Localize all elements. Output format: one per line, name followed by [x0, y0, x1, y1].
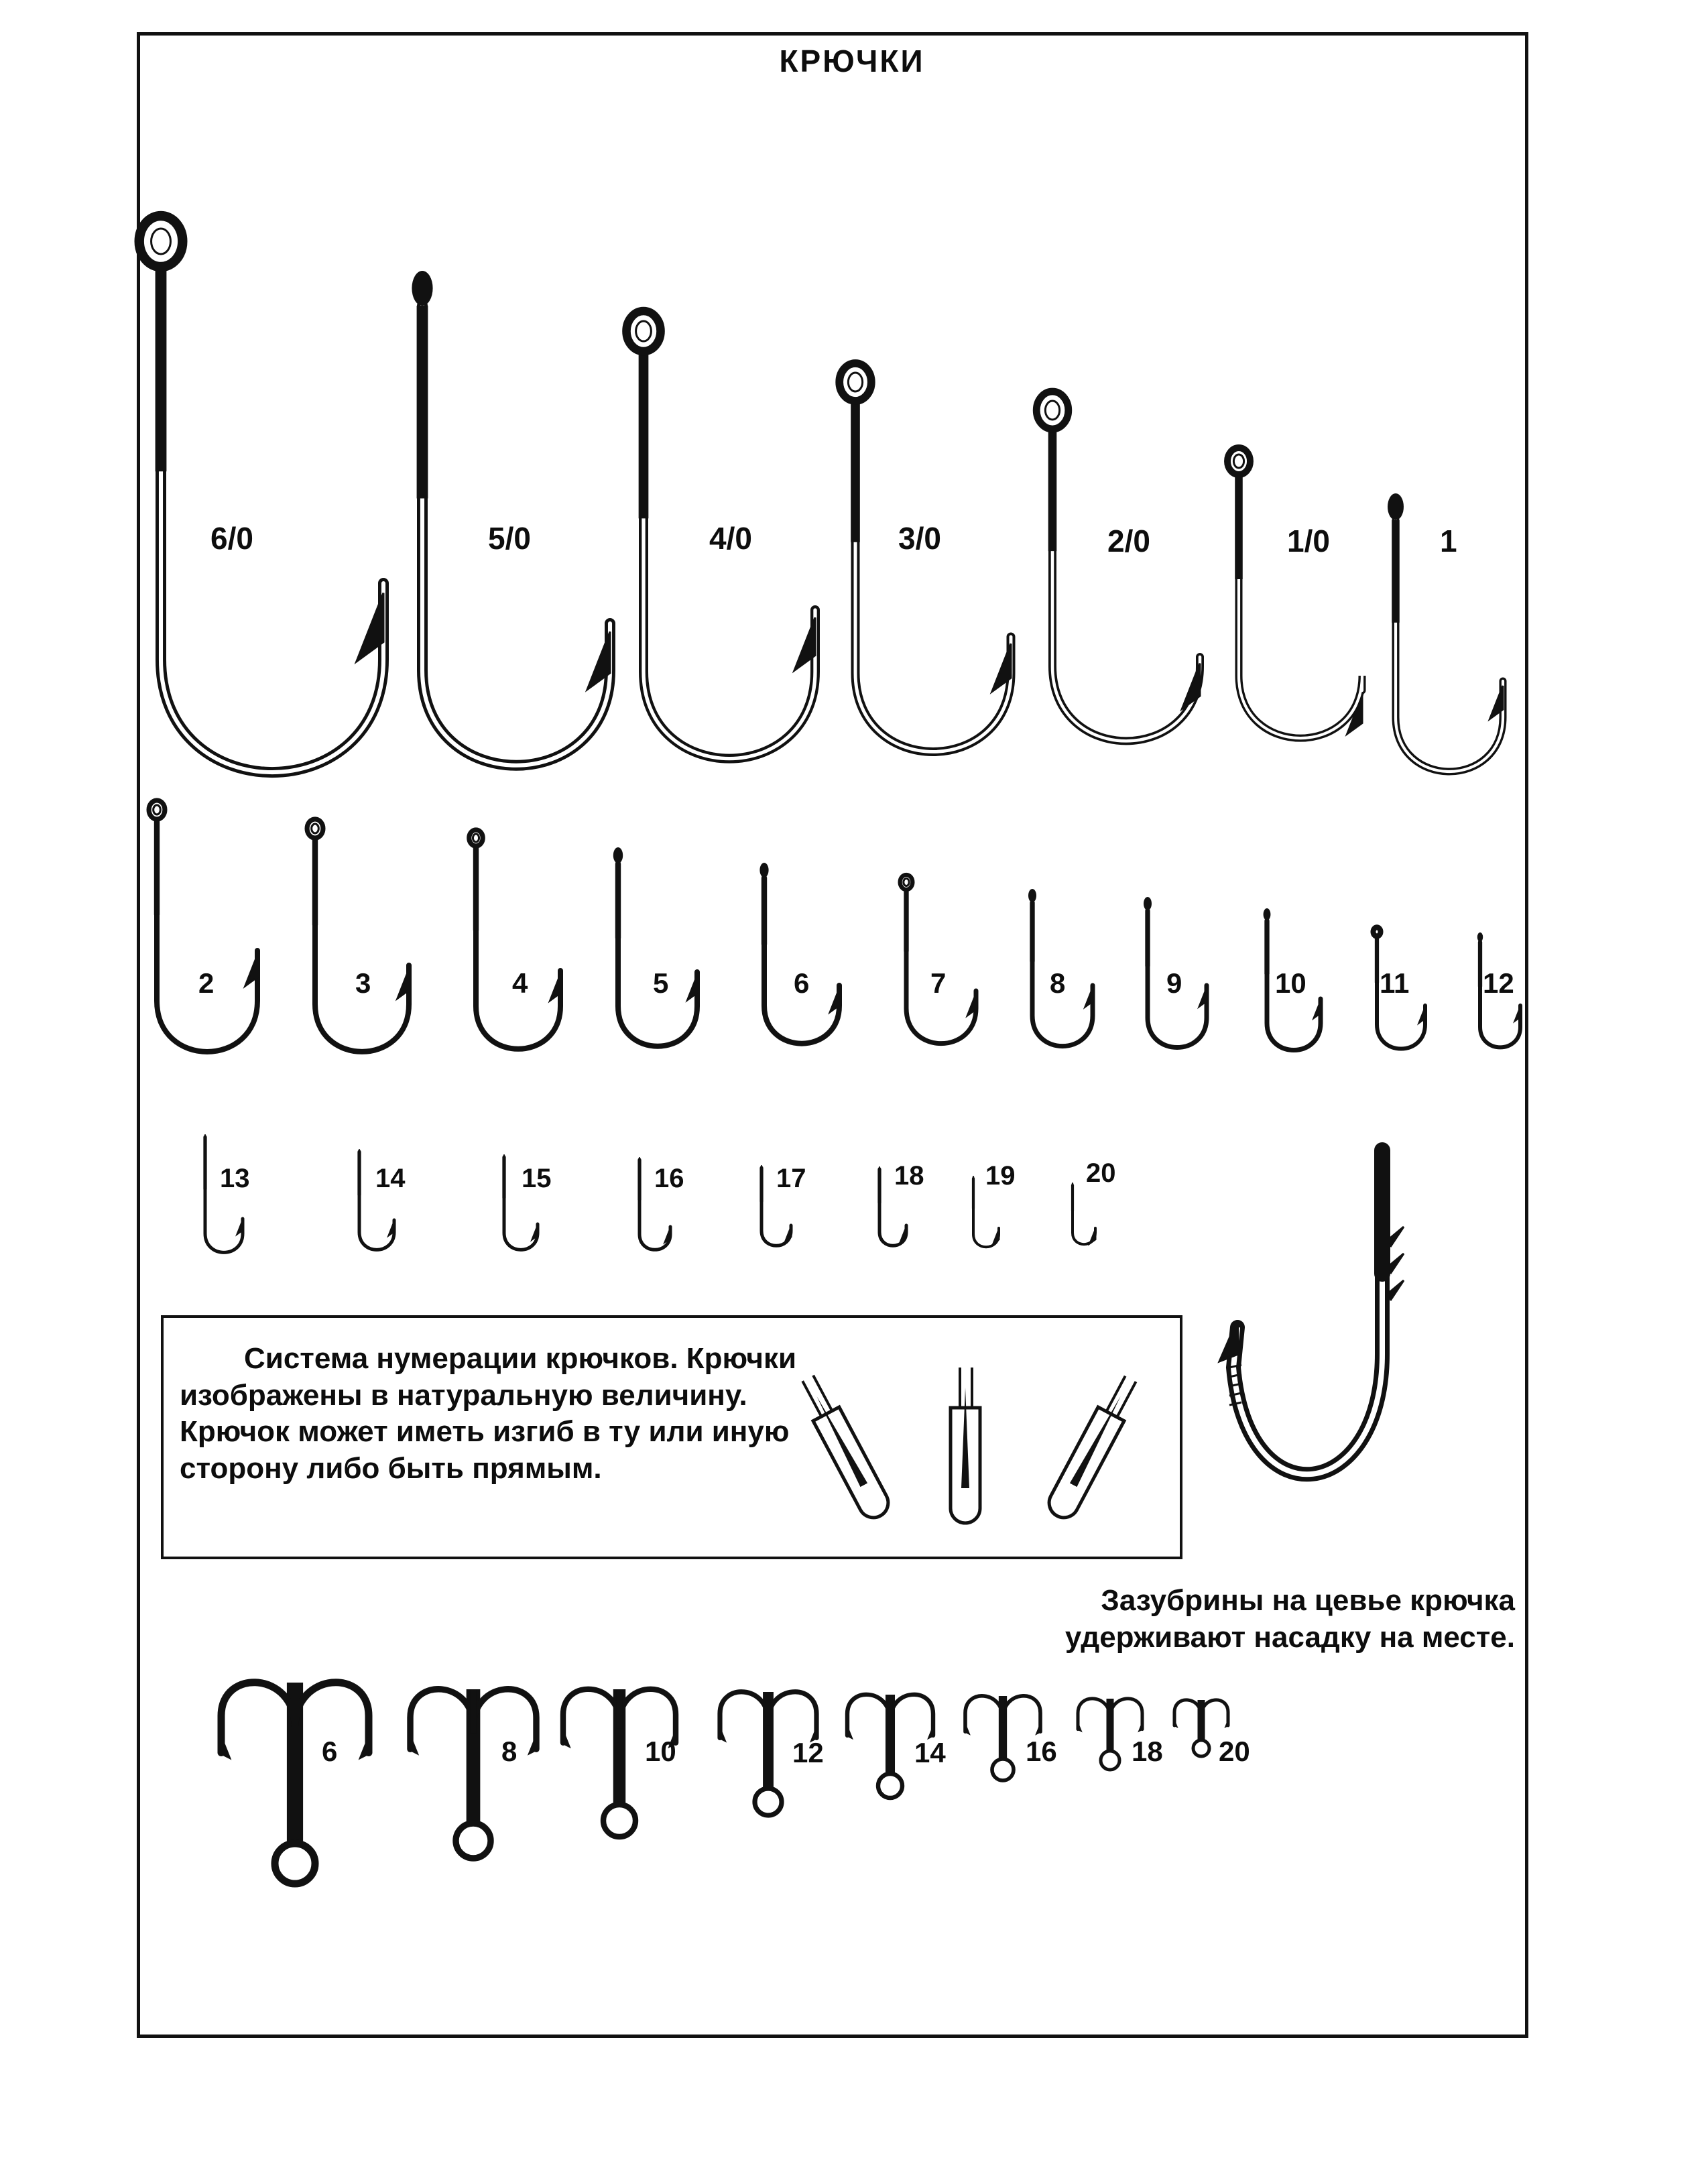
hook-size-label: 6	[794, 967, 810, 999]
hook-size-label: 14	[375, 1164, 406, 1193]
hook-size-label: 11	[1380, 967, 1410, 999]
medium-hook	[898, 872, 979, 1046]
small-hook	[759, 1165, 793, 1248]
hook-size-label: 4	[512, 967, 528, 999]
small-hook	[357, 1149, 396, 1252]
large-hook	[134, 210, 389, 778]
hook-size-label: 3/0	[898, 521, 941, 556]
hook-size-label: 2	[198, 967, 215, 999]
treble-size-label: 12	[792, 1737, 824, 1768]
hook-bend-view-bent-left	[801, 1374, 890, 1520]
medium-hook	[467, 827, 563, 1052]
treble-hook	[560, 1686, 679, 1840]
hook-bend-view-bent-right	[1047, 1375, 1138, 1520]
small-hook	[203, 1134, 245, 1254]
hook-size-label: 5	[653, 967, 669, 999]
hook-size-label: 12	[1483, 967, 1514, 999]
treble-hook	[1076, 1697, 1144, 1772]
small-hook	[971, 1176, 1000, 1249]
large-hook	[1032, 387, 1204, 745]
hook-size-label: 15	[522, 1164, 552, 1193]
treble-size-label: 20	[1219, 1736, 1250, 1767]
treble-size-label: 10	[645, 1736, 676, 1767]
small-hook	[1071, 1182, 1097, 1246]
hook-size-label: 19	[985, 1161, 1016, 1191]
hook-size-label: 9	[1166, 967, 1182, 999]
hook-size-label: 5/0	[488, 521, 531, 556]
numbering-info-text: Система нумерации крючков. Крючки изобра…	[180, 1342, 797, 1485]
treble-hook	[963, 1694, 1042, 1782]
hook-size-label: 16	[654, 1164, 684, 1193]
hook-size-label: 20	[1086, 1158, 1116, 1188]
hook-size-label: 17	[776, 1164, 806, 1193]
treble-size-label: 16	[1026, 1736, 1057, 1767]
numbering-info-box	[161, 1315, 1182, 1559]
page-title: КРЮЧКИ	[779, 44, 925, 78]
medium-hook	[1144, 897, 1209, 1050]
medium-hook	[146, 798, 260, 1054]
hook-size-label: 1	[1440, 524, 1457, 558]
medium-hook	[613, 847, 700, 1049]
medium-hook	[759, 863, 842, 1046]
medium-hook	[304, 816, 412, 1054]
hook-size-label: 4/0	[709, 521, 752, 556]
treble-hook	[1172, 1698, 1230, 1758]
treble-hook	[407, 1686, 540, 1862]
small-hook	[637, 1157, 672, 1252]
large-hook	[1388, 493, 1507, 776]
hook-size-label: 1/0	[1287, 524, 1330, 558]
hook-size-label: 3	[355, 967, 371, 999]
medium-hook	[1370, 924, 1427, 1051]
treble-size-label: 14	[914, 1737, 946, 1768]
hook-size-label: 13	[220, 1164, 250, 1193]
medium-hook	[1263, 908, 1323, 1052]
large-hook	[622, 306, 820, 764]
treble-hook	[217, 1679, 373, 1888]
large-hook	[835, 359, 1016, 756]
medium-hook	[1028, 889, 1095, 1048]
small-hook	[877, 1166, 908, 1248]
hook-size-label: 8	[1050, 967, 1066, 999]
large-hook	[1224, 444, 1366, 742]
treble-size-label: 6	[322, 1736, 338, 1767]
hook-size-label: 18	[894, 1161, 924, 1191]
treble-size-label: 18	[1132, 1736, 1163, 1767]
hook-size-label: 7	[930, 967, 947, 999]
barb-caption: Зазубрины на цевье крючка удерживают нас…	[1064, 1584, 1515, 1654]
barbed-shank-hook	[1217, 1142, 1405, 1482]
small-hook	[502, 1154, 540, 1252]
treble-size-label: 8	[501, 1736, 518, 1767]
medium-hook	[1477, 932, 1522, 1050]
treble-hook	[845, 1692, 936, 1801]
hook-size-label: 6/0	[210, 521, 253, 556]
treble-hook	[717, 1689, 819, 1818]
hook-size-label: 10	[1275, 967, 1306, 999]
hook-bend-view-straight	[949, 1368, 982, 1525]
page-frame	[137, 32, 1528, 2038]
hook-size-label: 2/0	[1107, 524, 1150, 558]
large-hook	[412, 271, 615, 771]
